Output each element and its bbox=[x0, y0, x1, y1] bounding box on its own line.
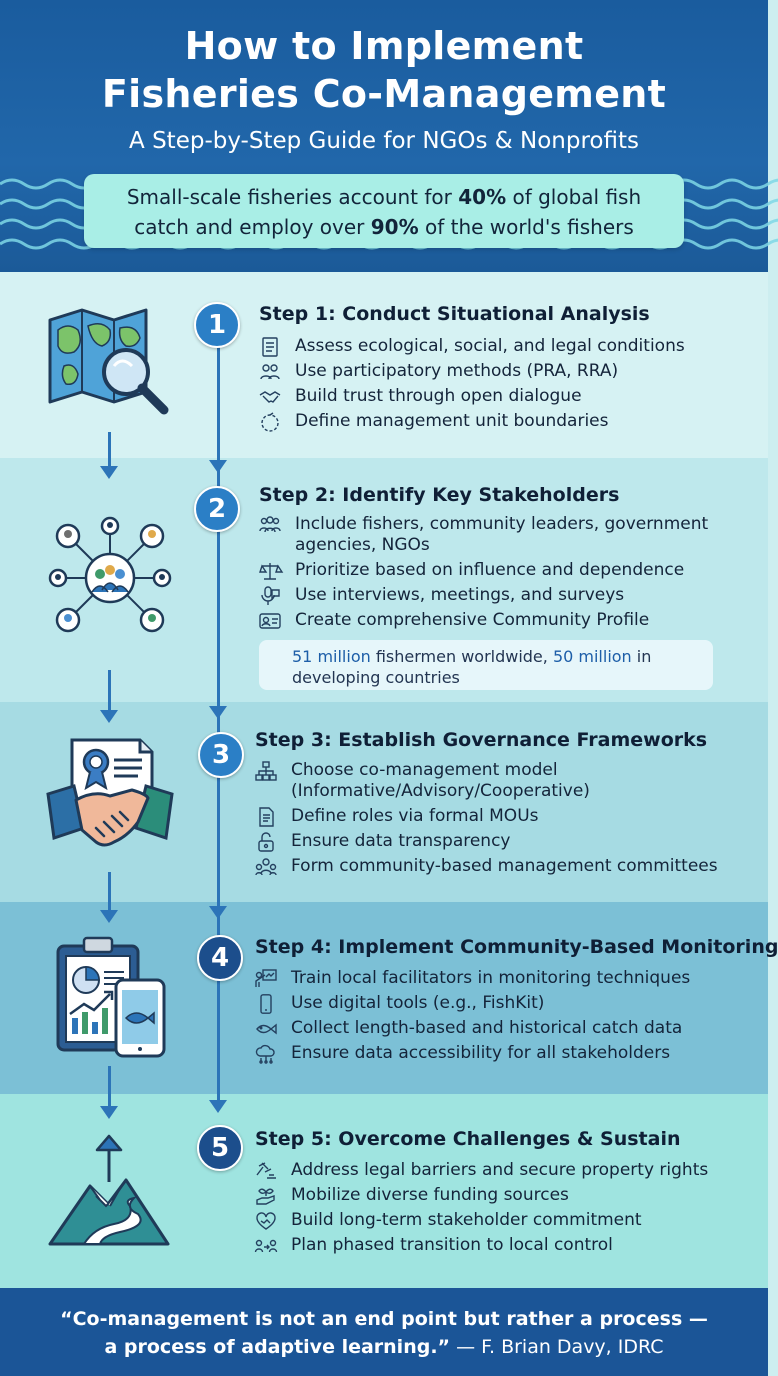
step-bullets: Address legal barriers and secure proper… bbox=[254, 1160, 708, 1260]
step-bullets: Train local facilitators in monitoring t… bbox=[255, 968, 690, 1068]
committee-icon bbox=[255, 858, 277, 876]
timeline-arrow bbox=[209, 460, 227, 473]
handshake-certificate-illustration bbox=[46, 738, 174, 847]
people-icon bbox=[259, 516, 281, 533]
scale-icon bbox=[259, 563, 284, 580]
bullet-item: Plan phased transition to local control bbox=[254, 1235, 708, 1256]
cloud-icon bbox=[255, 1044, 275, 1064]
flow-arrow-head bbox=[100, 710, 118, 723]
bullet-item: Use digital tools (e.g., FishKit) bbox=[255, 993, 690, 1014]
bullet-item: Address legal barriers and secure proper… bbox=[255, 1160, 708, 1181]
bullet-item: Assess ecological, social, and legal con… bbox=[259, 336, 685, 357]
flow-arrow bbox=[108, 872, 111, 912]
step-number-badge: 5 bbox=[197, 1125, 243, 1171]
flow-arrow bbox=[108, 1066, 111, 1108]
org-chart-icon bbox=[255, 761, 277, 781]
stat-value: 90% bbox=[370, 215, 419, 239]
handshake-icon bbox=[259, 391, 281, 403]
page-title: How to Implement Fisheries Co-Management bbox=[101, 24, 667, 116]
header: How to Implement Fisheries Co-Management… bbox=[0, 0, 778, 272]
bullet-item: Use interviews, meetings, and surveys bbox=[259, 585, 708, 606]
unlock-icon bbox=[258, 832, 274, 852]
timeline-arrow bbox=[209, 1100, 227, 1113]
timeline-arrow bbox=[209, 906, 227, 919]
step-title: Step 3: Establish Governance Frameworks bbox=[255, 729, 708, 751]
bullet-item: Prioritize based on influence and depend… bbox=[259, 560, 708, 581]
stat-callout: 51 million fishermen worldwide, 50 milli… bbox=[259, 640, 713, 690]
bullet-item: Define management unit boundaries bbox=[259, 411, 685, 432]
phone-icon bbox=[260, 994, 272, 1014]
flow-arrow-head bbox=[100, 1106, 118, 1119]
timeline-arrow bbox=[209, 706, 227, 719]
step-number-badge: 4 bbox=[197, 935, 243, 981]
transition-icon bbox=[254, 1239, 278, 1253]
checklist-icon bbox=[262, 337, 278, 357]
id-card-icon bbox=[259, 613, 281, 629]
bullet-item: Use participatory methods (PRA, RRA) bbox=[259, 361, 685, 382]
group-icon bbox=[260, 364, 280, 380]
step-bullets: Assess ecological, social, and legal con… bbox=[259, 336, 685, 436]
bullet-item: Build long-term stakeholder commitment bbox=[255, 1210, 708, 1231]
microphone-icon bbox=[261, 586, 280, 605]
flow-arrow-head bbox=[100, 910, 118, 923]
bullet-item: Create comprehensive Community Profile bbox=[259, 610, 708, 631]
step-title: Step 5: Overcome Challenges & Sustain bbox=[255, 1128, 681, 1150]
step-number-badge: 2 bbox=[194, 486, 240, 532]
flow-arrow bbox=[108, 432, 111, 468]
bullet-item: Define roles via formal MOUs bbox=[255, 806, 718, 827]
step-bullets: Choose co-management model(Informative/A… bbox=[255, 760, 718, 881]
funding-icon bbox=[256, 1188, 275, 1205]
flow-arrow bbox=[108, 670, 111, 712]
step-number-badge: 1 bbox=[194, 302, 240, 348]
heart-icon bbox=[256, 1212, 276, 1230]
mountain-arrow-illustration bbox=[48, 1134, 170, 1246]
clipboard-phone-illustration bbox=[56, 936, 166, 1058]
timeline-line bbox=[217, 345, 220, 1107]
page-subtitle: A Step-by-Step Guide for NGOs & Nonprofi… bbox=[129, 128, 639, 154]
step-number-badge: 3 bbox=[198, 732, 244, 778]
key-stat-box: Small-scale fisheries account for 40% of… bbox=[84, 174, 684, 248]
step-title: Step 1: Conduct Situational Analysis bbox=[259, 303, 650, 325]
boundary-icon bbox=[261, 412, 279, 432]
quote-attribution: — F. Brian Davy, IDRC bbox=[450, 1336, 664, 1358]
document-icon bbox=[259, 807, 274, 827]
bullet-item: Form community-based management committe… bbox=[255, 856, 718, 877]
bullet-item: Collect length-based and historical catc… bbox=[255, 1018, 690, 1039]
trainer-icon bbox=[255, 969, 277, 987]
step-title: Step 2: Identify Key Stakeholders bbox=[259, 484, 620, 506]
bullet-item: Choose co-management model(Informative/A… bbox=[255, 760, 718, 802]
map-magnifier-illustration bbox=[48, 308, 169, 415]
bullet-item: Ensure data transparency bbox=[255, 831, 718, 852]
bullet-item: Ensure data accessibility for all stakeh… bbox=[255, 1043, 690, 1064]
footer-quote: “Co-management is not an end point but r… bbox=[0, 1288, 768, 1376]
bullet-item: Build trust through open dialogue bbox=[259, 386, 685, 407]
bullet-item: Include fishers, community leaders, gove… bbox=[259, 514, 708, 556]
gavel-icon bbox=[256, 1162, 276, 1179]
step-bullets: Include fishers, community leaders, gove… bbox=[259, 514, 708, 635]
stat-value: 40% bbox=[458, 185, 507, 209]
step-title: Step 4: Implement Community-Based Monito… bbox=[255, 936, 778, 958]
stakeholder-network-illustration bbox=[48, 516, 172, 633]
fish-icon bbox=[256, 1023, 277, 1035]
bullet-item: Mobilize diverse funding sources bbox=[255, 1185, 708, 1206]
bullet-item: Train local facilitators in monitoring t… bbox=[255, 968, 690, 989]
flow-arrow-head bbox=[100, 466, 118, 479]
